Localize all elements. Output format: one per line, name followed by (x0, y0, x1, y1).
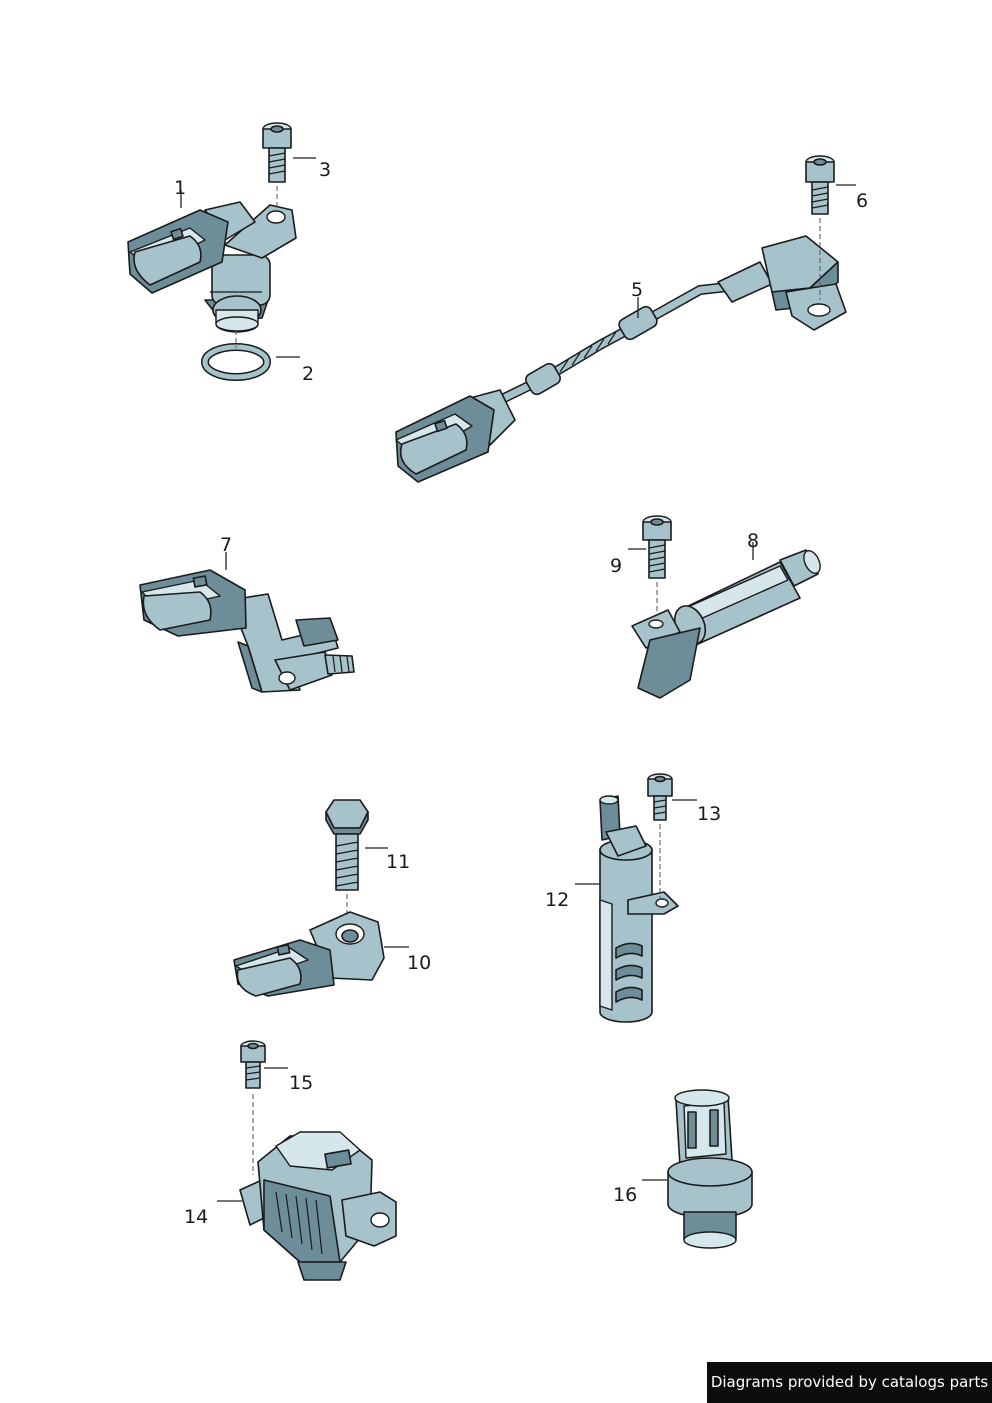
part-10-sensor (233, 911, 385, 997)
leader-lines (180, 157, 856, 1202)
part-11-bolt (325, 799, 369, 891)
part-16-switch (667, 1089, 753, 1249)
callout-9: 9 (610, 555, 622, 577)
callout-13: 13 (697, 803, 721, 825)
callout-2: 2 (302, 363, 314, 385)
part-7-sensor (139, 569, 355, 693)
callout-8: 8 (747, 530, 759, 552)
callout-7: 7 (220, 534, 232, 556)
callout-3: 3 (319, 159, 331, 181)
part-3-bolt (262, 122, 292, 183)
callout-16: 16 (613, 1184, 637, 1206)
callout-labels: 1 2 3 5 6 7 8 9 10 11 12 13 14 15 16 (174, 159, 868, 1228)
part-13-bolt (647, 773, 673, 821)
part-8-sensor (631, 549, 821, 699)
part-12-valve (599, 795, 679, 1023)
part-9-bolt (642, 515, 672, 579)
part-5-sensor-cable (395, 235, 847, 483)
callout-5: 5 (631, 279, 643, 301)
part-15-bolt (240, 1040, 266, 1089)
callout-15: 15 (289, 1072, 313, 1094)
callout-11: 11 (386, 851, 410, 873)
part-6-bolt (805, 155, 835, 215)
part-1-sensor (127, 201, 297, 333)
callout-1: 1 (174, 177, 186, 199)
credit-banner: Diagrams provided by catalogs parts (707, 1362, 992, 1403)
part-14-module (239, 1131, 397, 1281)
callout-6: 6 (856, 190, 868, 212)
callout-14: 14 (184, 1206, 208, 1228)
callout-10: 10 (407, 952, 431, 974)
callout-12: 12 (545, 889, 569, 911)
